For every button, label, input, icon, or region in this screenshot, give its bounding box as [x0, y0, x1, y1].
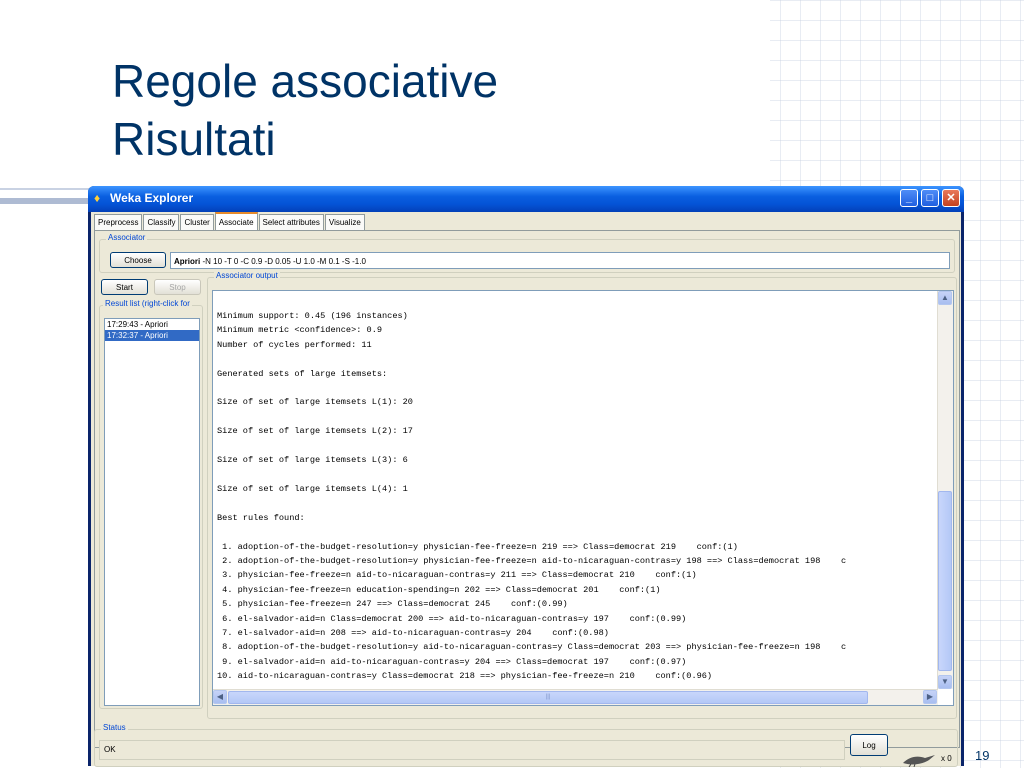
result-list-group: Result list (right-click for 17:29:43 - …	[99, 299, 203, 709]
result-list[interactable]: 17:29:43 - Apriori 17:32:37 - Apriori	[104, 318, 200, 706]
output-line: 3. physician-fee-freeze=n aid-to-nicarag…	[217, 570, 697, 581]
status-group: Status OK Log	[94, 723, 958, 767]
scroll-right-button[interactable]: ▶	[923, 690, 937, 704]
output-line: Size of set of large itemsets L(1): 20	[217, 397, 413, 408]
slide-title: Regole associative Risultati	[112, 52, 498, 168]
output-line	[217, 467, 846, 481]
weka-bird-icon	[903, 755, 935, 767]
maximize-button[interactable]: □	[921, 189, 939, 207]
weka-explorer-window: ♦ Weka Explorer _ □ ✕ Preprocess Classif…	[88, 186, 964, 767]
output-line	[217, 410, 846, 424]
choose-button[interactable]: Choose	[110, 252, 166, 268]
page-number: 19	[975, 748, 990, 763]
algorithm-name: Apriori	[174, 257, 201, 266]
window-titlebar[interactable]: ♦ Weka Explorer _ □ ✕	[88, 186, 964, 212]
tab-select-attributes[interactable]: Select attributes	[258, 214, 324, 230]
output-line: 2. adoption-of-the-budget-resolution=y p…	[217, 555, 847, 566]
associator-output-label: Associator output	[214, 271, 280, 280]
window-client-area: Preprocess Classify Cluster Associate Se…	[91, 212, 961, 767]
output-line: Size of set of large itemsets L(4): 1	[217, 483, 408, 494]
associator-config-field[interactable]: Apriori -N 10 -T 0 -C 0.9 -D 0.05 -U 1.0…	[170, 252, 950, 269]
output-line: 9. el-salvador-aid=n aid-to-nicaraguan-c…	[217, 656, 687, 667]
result-list-item-selected[interactable]: 17:32:37 - Apriori	[105, 330, 199, 341]
task-count: x 0	[941, 754, 952, 763]
output-line	[217, 525, 846, 539]
minimize-button[interactable]: _	[900, 189, 918, 207]
result-list-label: Result list (right-click for	[103, 299, 192, 308]
output-line: 8. adoption-of-the-budget-resolution=y a…	[217, 642, 847, 653]
tab-classify[interactable]: Classify	[143, 214, 180, 230]
decorative-line	[0, 188, 90, 190]
scroll-left-button[interactable]: ◀	[213, 690, 227, 704]
close-button[interactable]: ✕	[942, 189, 960, 207]
output-line: 5. physician-fee-freeze=n 247 ==> Class=…	[217, 599, 568, 610]
log-button[interactable]: Log	[850, 734, 888, 756]
stop-button: Stop	[154, 279, 201, 295]
close-icon: ✕	[946, 192, 956, 204]
output-line: 6. el-salvador-aid=n Class=democrat 200 …	[217, 613, 687, 624]
output-line	[217, 352, 846, 366]
output-line	[217, 439, 846, 453]
associator-group-label: Associator	[106, 233, 148, 242]
slide-title-line-1: Regole associative	[112, 55, 499, 107]
minimize-icon: _	[905, 192, 913, 204]
vertical-scrollbar[interactable]: ▲ ▼	[937, 291, 953, 689]
chevron-right-icon: ▶	[926, 692, 934, 701]
output-line	[217, 496, 846, 510]
decorative-bar	[0, 198, 90, 204]
start-button[interactable]: Start	[101, 279, 148, 295]
chevron-down-icon: ▼	[941, 677, 949, 686]
output-line: Size of set of large itemsets L(2): 17	[217, 426, 413, 437]
weka-bird-icon: ♦	[94, 191, 101, 205]
chevron-left-icon: ◀	[216, 692, 224, 701]
horizontal-scrollbar[interactable]: ◀ ||| ▶	[213, 689, 938, 705]
tab-associate[interactable]: Associate	[214, 212, 258, 231]
output-line: 10. aid-to-nicaraguan-contras=y Class=de…	[217, 671, 713, 682]
tab-bar: Preprocess Classify Cluster Associate Se…	[94, 212, 366, 231]
tab-preprocess[interactable]: Preprocess	[94, 214, 143, 230]
output-line: Generated sets of large itemsets:	[217, 368, 388, 379]
output-line: Size of set of large itemsets L(3): 6	[217, 455, 408, 466]
horizontal-scroll-thumb[interactable]: |||	[228, 691, 868, 704]
associator-output-text: Minimum support: 0.45 (196 instances) Min…	[217, 309, 846, 684]
algorithm-options: -N 10 -T 0 -C 0.9 -D 0.05 -U 1.0 -M 0.1 …	[200, 257, 366, 266]
output-line: 7. el-salvador-aid=n 208 ==> aid-to-nica…	[217, 627, 609, 638]
status-label: Status	[101, 723, 128, 732]
scroll-down-button[interactable]: ▼	[938, 675, 952, 689]
associator-output-area[interactable]: Minimum support: 0.45 (196 instances) Min…	[212, 290, 954, 706]
tab-visualize[interactable]: Visualize	[324, 214, 365, 230]
tab-cluster[interactable]: Cluster	[180, 214, 214, 230]
output-line: Minimum support: 0.45 (196 instances)	[217, 311, 408, 321]
associator-output-group: Associator output Minimum support: 0.45 …	[207, 271, 957, 719]
slide-title-line-2: Risultati	[112, 113, 276, 165]
output-line: Best rules found:	[217, 512, 305, 523]
associator-group: Associator Choose Apriori -N 10 -T 0 -C …	[99, 233, 955, 273]
maximize-icon: □	[926, 192, 934, 204]
result-list-item[interactable]: 17:29:43 - Apriori	[107, 320, 168, 329]
output-line	[217, 381, 846, 395]
output-line: 1. adoption-of-the-budget-resolution=y p…	[217, 541, 738, 552]
associate-panel: Associator Choose Apriori -N 10 -T 0 -C …	[94, 230, 960, 748]
output-line: 4. physician-fee-freeze=n education-spen…	[217, 584, 661, 595]
scroll-up-button[interactable]: ▲	[938, 291, 952, 305]
output-line: Number of cycles performed: 11	[217, 339, 372, 350]
window-title: Weka Explorer	[110, 191, 194, 205]
vertical-scroll-thumb[interactable]	[938, 491, 952, 671]
output-line: Minimum metric <confidence>: 0.9	[217, 325, 383, 336]
chevron-up-icon: ▲	[941, 293, 949, 302]
status-text: OK	[99, 740, 845, 760]
